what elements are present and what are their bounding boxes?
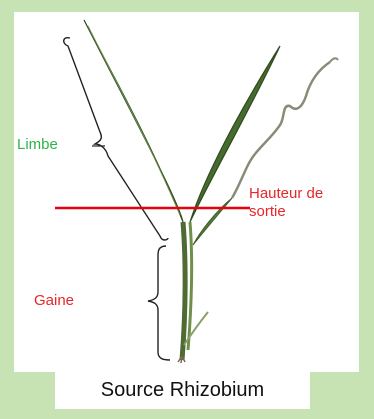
hauteur-label-line2: sortie bbox=[249, 203, 323, 221]
dry-leaf bbox=[232, 62, 330, 198]
hauteur-label: Hauteur de sortie bbox=[249, 185, 323, 221]
side-shoot bbox=[184, 312, 208, 345]
hauteur-label-line1: Hauteur de bbox=[249, 185, 323, 203]
limbe-bracket bbox=[64, 38, 168, 240]
gaine-label: Gaine bbox=[34, 292, 74, 310]
dry-leaf-tip bbox=[330, 58, 338, 62]
leaf-left bbox=[84, 20, 183, 222]
stem-2 bbox=[188, 222, 192, 350]
gaine-bracket bbox=[148, 246, 170, 360]
stem bbox=[182, 222, 185, 360]
limbe-label: Limbe bbox=[17, 136, 58, 154]
